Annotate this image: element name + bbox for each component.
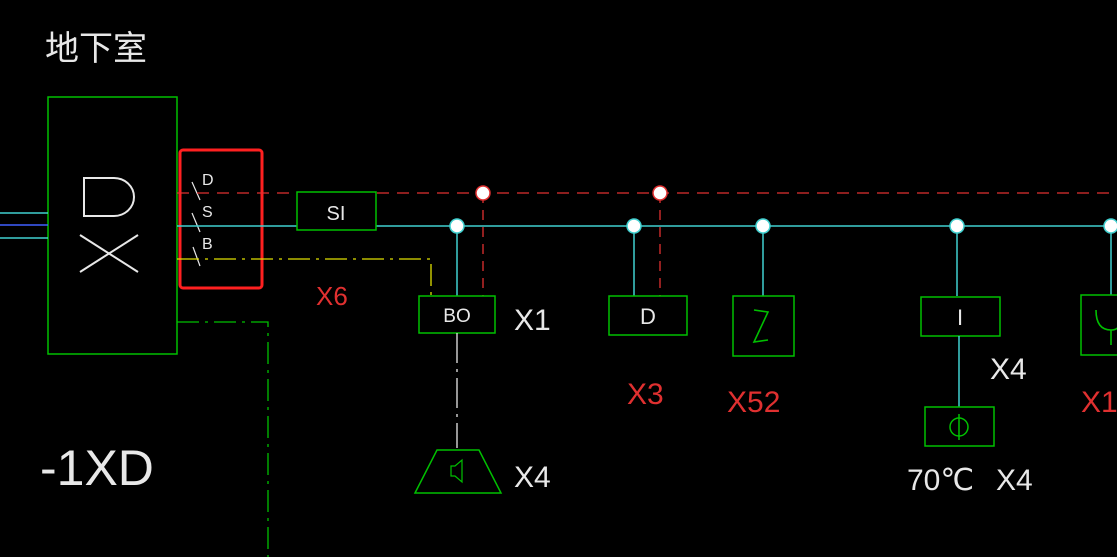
lightning-icon — [752, 309, 770, 344]
bus-b-yellow — [177, 258, 432, 296]
panel-d-symbol — [83, 177, 135, 217]
junction-dot-cyan-2 — [626, 218, 642, 234]
speaker-qty: X4 — [514, 461, 551, 494]
device-label-i: I — [957, 305, 963, 330]
junction-dot-cyan-1 — [449, 218, 465, 234]
junction-dot-cyan-3 — [755, 218, 771, 234]
title: 地下室 — [45, 30, 147, 68]
slash-d — [191, 181, 201, 201]
slash-b — [192, 246, 201, 267]
device-qty-right: X1 — [1081, 386, 1117, 419]
line-label-d: D — [202, 172, 214, 189]
panel-name: -1XD — [40, 440, 154, 496]
device-qty-bo: X1 — [514, 304, 551, 337]
highlight-frame — [178, 148, 264, 290]
line-label-s: S — [202, 204, 213, 221]
cable-label-x6: X6 — [316, 281, 348, 311]
device-box-d — [608, 295, 688, 336]
device-box-i — [920, 296, 1001, 337]
device-qty-i: X4 — [990, 353, 1027, 386]
line-label-b: B — [202, 236, 213, 253]
speaker-icon — [413, 449, 503, 494]
si-box — [296, 191, 377, 231]
device-label-d: D — [640, 304, 656, 329]
device-label-bo: BO — [443, 306, 470, 327]
junction-dot-red-2 — [652, 185, 668, 201]
si-box-label: SI — [327, 203, 346, 225]
slash-s — [191, 212, 201, 233]
device-qty-d: X3 — [627, 378, 664, 411]
device-box-x52 — [732, 295, 795, 357]
device-qty-x52: X52 — [727, 386, 780, 419]
thermo-temp: 70℃ — [907, 464, 974, 497]
junction-dot-cyan-5 — [1103, 218, 1117, 234]
panel-box — [47, 96, 178, 355]
junction-dot-red-1 — [475, 185, 491, 201]
speaker-glyph-icon — [450, 458, 463, 484]
thermo-qty: X4 — [996, 464, 1033, 497]
junction-dot-cyan-4 — [949, 218, 965, 234]
green-branch-line — [177, 321, 269, 557]
panel-x-stroke-2 — [79, 234, 139, 273]
